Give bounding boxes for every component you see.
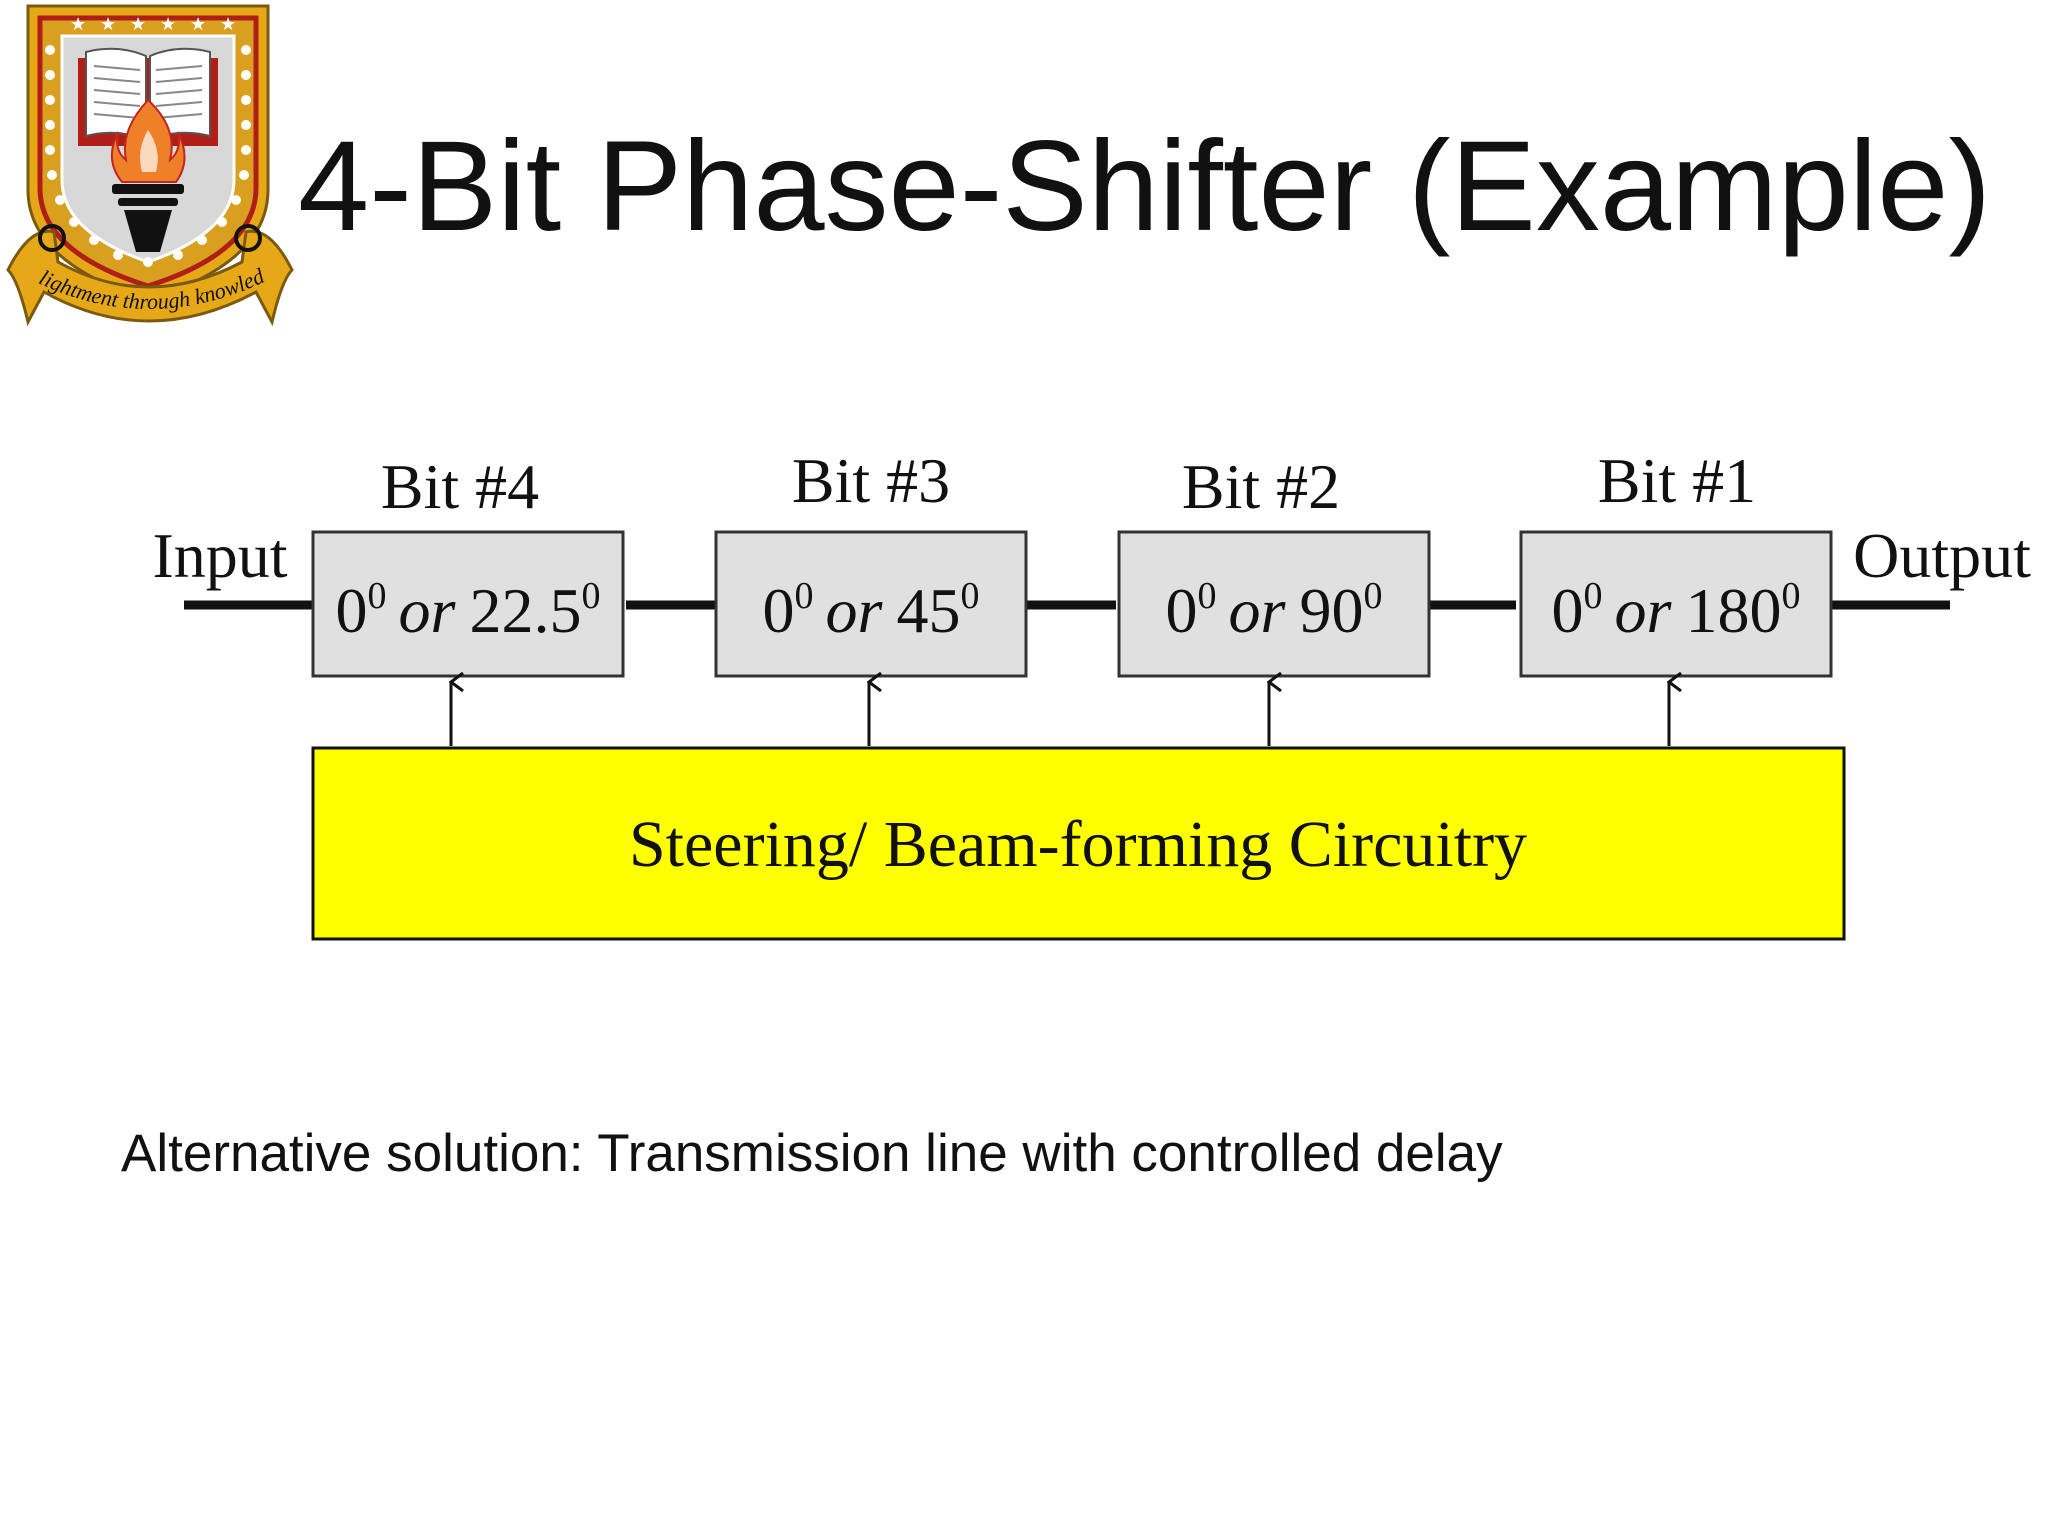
crest-stars: ★ ★ ★ ★ ★ ★ [70,14,236,35]
output-label: Output [1853,520,2031,591]
svg-text:★: ★ [70,14,86,35]
svg-text:★: ★ [160,14,176,35]
crest-ribbon [6,229,294,327]
bit-label: Bit #1 [1598,445,1756,516]
svg-text:★: ★ [190,14,206,35]
university-crest-logo: ★ ★ ★ ★ ★ ★ [0,0,294,327]
bit-label: Bit #4 [381,451,539,522]
phase-bit-box [311,530,625,678]
input-label: Input [152,520,287,591]
svg-text:★: ★ [130,14,146,35]
bit-label: Bit #3 [792,445,950,516]
steering-circuitry-block [311,746,1846,941]
page-title: 4-Bit Phase-Shifter (Example) [298,115,1992,258]
phase-bit-box [1519,530,1833,678]
svg-text:★: ★ [100,14,116,35]
crest-dots [45,45,251,267]
bit-label: Bit #2 [1182,451,1340,522]
steering-circuitry-label: Steering/ Beam-forming Circuitry [629,808,1527,881]
svg-text:★: ★ [220,14,236,35]
crest-book [78,47,218,146]
crest-torch [112,184,184,252]
alternative-solution-text: Alternative solution: Transmission line … [121,1124,1503,1183]
phase-bit-box [714,530,1028,678]
phase-bit-box [1117,530,1431,678]
